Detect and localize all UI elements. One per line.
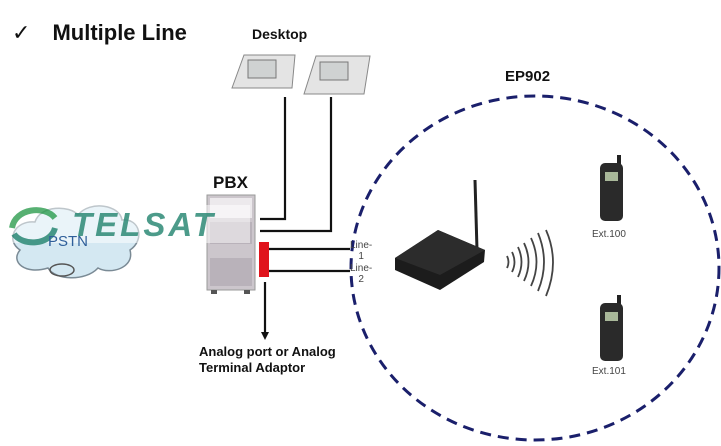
line-1-label: Line- 1 bbox=[350, 240, 373, 262]
telsat-logo-icon bbox=[0, 205, 250, 246]
ep902-coverage-circle bbox=[349, 94, 721, 442]
cordless-handset-icon bbox=[600, 295, 623, 361]
pstn-label: PSTN bbox=[48, 233, 89, 250]
desktop-phone-icon bbox=[303, 55, 371, 95]
ep902-label: EP902 bbox=[505, 68, 551, 85]
desktop-phone-icon bbox=[231, 54, 296, 89]
cordless-handset-icon bbox=[600, 155, 623, 221]
title-text: Multiple Line bbox=[52, 20, 187, 45]
wifi-router-icon bbox=[395, 179, 485, 290]
ext-100-label: Ext.100 bbox=[592, 229, 626, 240]
checkmark-icon: ✓ bbox=[12, 20, 31, 45]
pbx-label: PBX bbox=[213, 173, 248, 192]
page-title: ✓ Multiple Line bbox=[12, 20, 187, 46]
arrow-down-icon bbox=[261, 332, 269, 340]
analog-label-line1: Analog port or Analog bbox=[199, 344, 336, 359]
connection-wires bbox=[260, 97, 350, 332]
telsat-watermark: TELSAT bbox=[72, 206, 216, 243]
analog-adaptor bbox=[259, 242, 269, 277]
desktop-label: Desktop bbox=[252, 26, 308, 42]
line-2-label: Line- 2 bbox=[350, 263, 373, 285]
analog-label-line2: Terminal Adaptor bbox=[199, 360, 306, 375]
wireless-signal-icon bbox=[506, 229, 554, 297]
ext-101-label: Ext.101 bbox=[592, 366, 626, 377]
